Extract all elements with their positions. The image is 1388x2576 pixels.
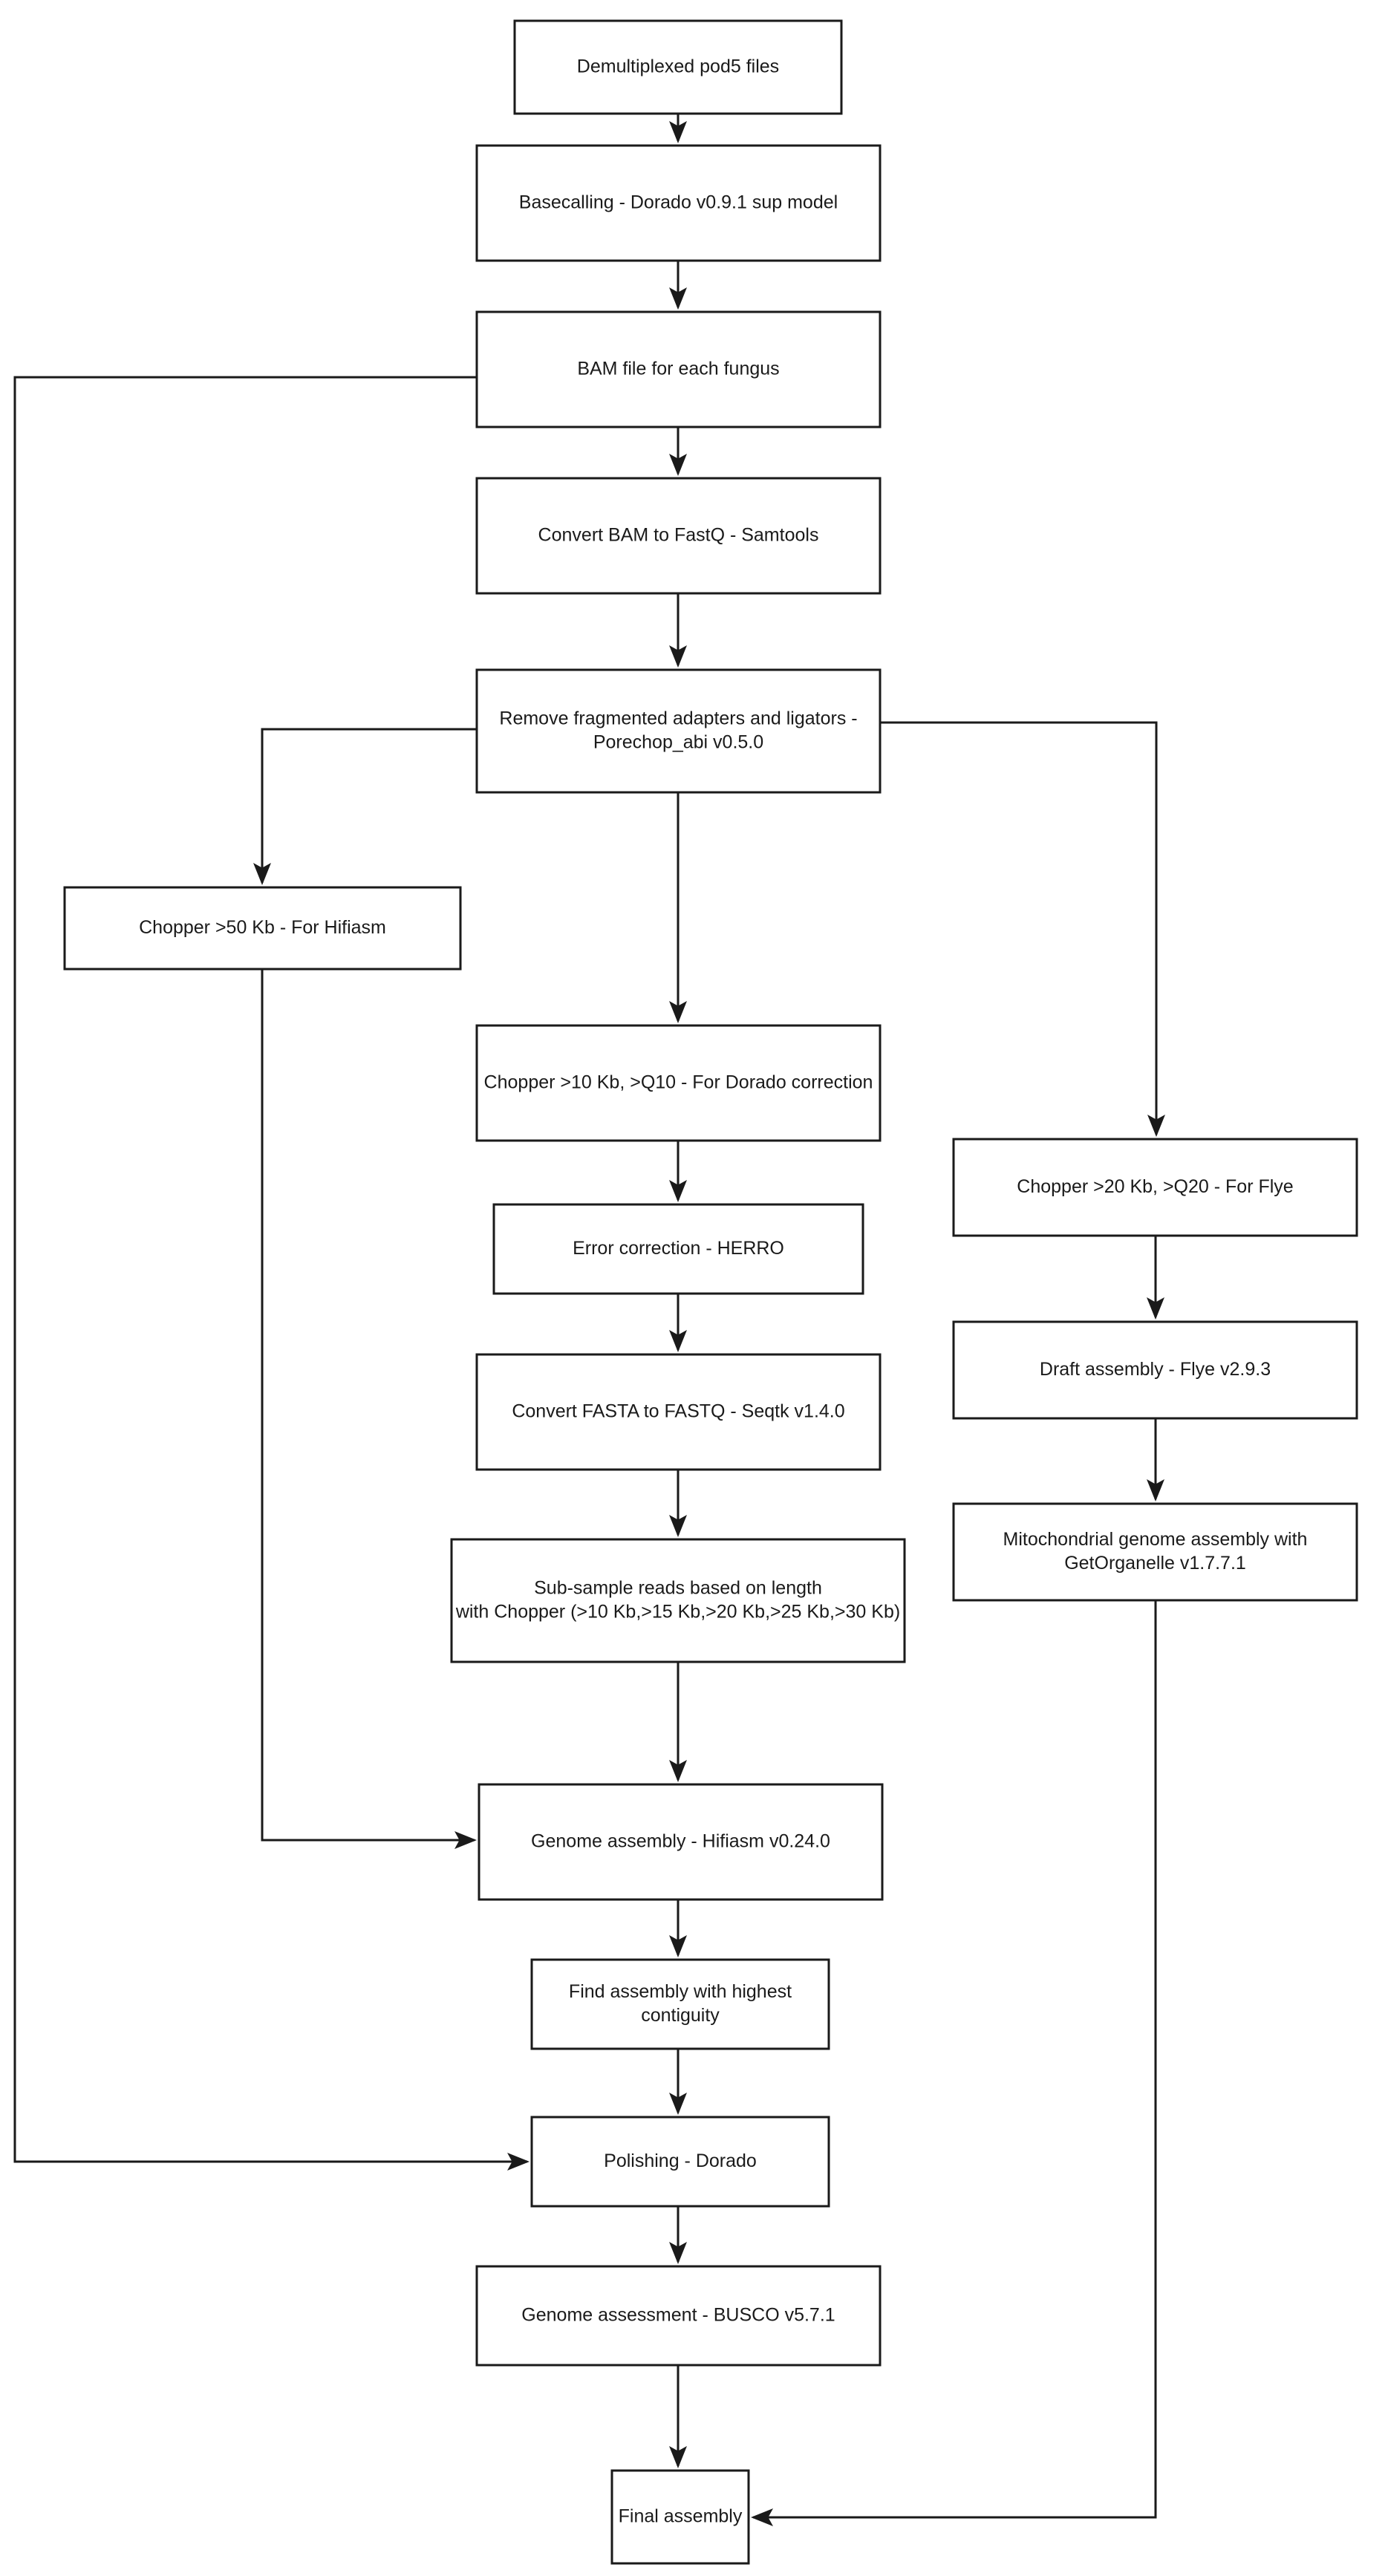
node-label-find-assembly-highest-contiguity: Find assembly with highest contiguity [569,1981,792,2026]
node-label-remove-adapters-porechop: Remove fragmented adapters and ligators … [499,708,857,752]
node-label-line: Porechop_abi v0.5.0 [593,731,763,752]
node-label-line: Convert BAM to FastQ - Samtools [538,524,819,545]
node-sub-sample-reads[interactable]: Sub-sample reads based on length with Cho… [450,1538,906,1663]
node-box-find-assembly-highest-contiguity[interactable] [530,1958,830,2050]
node-box-basecalling-dorado[interactable] [475,144,882,262]
node-label-line: BAM file for each fungus [577,358,779,379]
node-label-line: Genome assembly - Hifiasm v0.24.0 [531,1830,830,1851]
node-label-line: Demultiplexed pod5 files [577,56,779,76]
node-label-line: Chopper >20 Kb, >Q20 - For Flye [1017,1176,1293,1197]
node-box-bam-file-for-each-fungus[interactable] [475,310,882,428]
node-label-line: Sub-sample reads based on length [534,1577,822,1598]
node-box-chopper-50kb-hifiasm[interactable] [63,886,462,971]
node-label-line: with Chopper (>10 Kb,>15 Kb,>20 Kb,>25 K… [455,1601,900,1622]
node-convert-bam-to-fastq-samtools[interactable]: Convert BAM to FastQ - Samtools [475,477,882,595]
node-label-final-assembly: Final assembly [619,2505,743,2526]
node-box-polishing-dorado[interactable] [530,2116,830,2208]
node-label-sub-sample-reads: Sub-sample reads based on length with Cho… [455,1577,900,1622]
node-box-draft-assembly-flye[interactable] [952,1320,1358,1420]
node-chopper-20kb-q20-flye[interactable]: Chopper >20 Kb, >Q20 - For Flye [952,1138,1358,1237]
node-label-line: GetOrganelle v1.7.7.1 [1064,1553,1246,1574]
edge-porechop-to-chopper20kb [880,721,1165,1137]
node-box-error-correction-herro[interactable] [492,1203,864,1295]
node-label-demultiplexed-pod5-files: Demultiplexed pod5 files [577,56,779,76]
node-box-chopper-20kb-q20-flye[interactable] [952,1138,1358,1237]
node-label-line: Error correction - HERRO [573,1238,784,1259]
node-label-line: Chopper >50 Kb - For Hifiasm [139,917,386,938]
node-label-bam-file-for-each-fungus: BAM file for each fungus [577,358,779,379]
edge-getorganelle-to-final-assembly [751,1600,1157,2526]
node-chopper-10kb-q10-dorado[interactable]: Chopper >10 Kb, >Q10 - For Dorado correc… [475,1024,882,1142]
node-label-line: Mitochondrial genome assembly with [1003,1529,1308,1550]
node-label-convert-bam-to-fastq-samtools: Convert BAM to FastQ - Samtools [538,524,819,545]
node-final-assembly[interactable]: Final assembly [610,2469,750,2565]
node-label-chopper-10kb-q10-dorado: Chopper >10 Kb, >Q10 - For Dorado correc… [484,1072,873,1092]
node-box-demultiplexed-pod5-files[interactable] [513,19,843,115]
node-label-line: Polishing - Dorado [604,2151,757,2171]
edge-bam-to-polishing [13,376,530,2171]
node-box-sub-sample-reads[interactable] [450,1538,906,1663]
node-label-line: Chopper >10 Kb, >Q10 - For Dorado correc… [484,1072,873,1092]
node-label-line: Basecalling - Dorado v0.9.1 sup model [519,192,838,212]
node-label-polishing-dorado: Polishing - Dorado [604,2151,757,2171]
edge-chopper50kb-to-hifiasm [261,969,477,1849]
node-label-line: Find assembly with highest [569,1981,792,2002]
node-label-draft-assembly-flye: Draft assembly - Flye v2.9.3 [1040,1359,1271,1380]
node-box-chopper-10kb-q10-dorado[interactable] [475,1024,882,1142]
node-label-chopper-20kb-q20-flye: Chopper >20 Kb, >Q20 - For Flye [1017,1176,1293,1197]
node-label-genome-assessment-busco: Genome assessment - BUSCO v5.7.1 [521,2304,835,2325]
node-remove-adapters-porechop[interactable]: Remove fragmented adapters and ligators … [475,668,882,794]
node-box-final-assembly[interactable] [610,2469,750,2565]
node-basecalling-dorado[interactable]: Basecalling - Dorado v0.9.1 sup model [475,144,882,262]
node-label-chopper-50kb-hifiasm: Chopper >50 Kb - For Hifiasm [139,917,386,938]
node-label-line: Genome assessment - BUSCO v5.7.1 [521,2304,835,2325]
node-label-error-correction-herro: Error correction - HERRO [573,1238,784,1259]
node-error-correction-herro[interactable]: Error correction - HERRO [492,1203,864,1295]
node-label-convert-fasta-to-fastq-seqtk: Convert FASTA to FASTQ - Seqtk v1.4.0 [512,1401,844,1421]
node-genome-assessment-busco[interactable]: Genome assessment - BUSCO v5.7.1 [475,2265,882,2367]
node-label-line: Remove fragmented adapters and ligators … [499,708,857,728]
node-box-remove-adapters-porechop[interactable] [475,668,882,794]
node-box-genome-assembly-hifiasm[interactable] [478,1783,884,1901]
node-box-convert-fasta-to-fastq-seqtk[interactable] [475,1353,882,1471]
node-label-genome-assembly-hifiasm: Genome assembly - Hifiasm v0.24.0 [531,1830,830,1851]
node-convert-fasta-to-fastq-seqtk[interactable]: Convert FASTA to FASTQ - Seqtk v1.4.0 [475,1353,882,1471]
node-label-basecalling-dorado: Basecalling - Dorado v0.9.1 sup model [519,192,838,212]
node-demultiplexed-pod5-files[interactable]: Demultiplexed pod5 files [513,19,843,115]
node-bam-file-for-each-fungus[interactable]: BAM file for each fungus [475,310,882,428]
node-polishing-dorado[interactable]: Polishing - Dorado [530,2116,830,2208]
node-label-line: Convert FASTA to FASTQ - Seqtk v1.4.0 [512,1401,844,1421]
node-find-assembly-highest-contiguity[interactable]: Find assembly with highest contiguity [530,1958,830,2050]
node-genome-assembly-hifiasm[interactable]: Genome assembly - Hifiasm v0.24.0 [478,1783,884,1901]
node-box-mitochondrial-genome-getorganelle[interactable] [952,1502,1358,1602]
node-draft-assembly-flye[interactable]: Draft assembly - Flye v2.9.3 [952,1320,1358,1420]
node-label-line: contiguity [641,2005,720,2026]
edge-porechop-to-chopper50kb [253,728,477,885]
node-box-convert-bam-to-fastq-samtools[interactable] [475,477,882,595]
node-label-line: Final assembly [619,2505,743,2526]
node-label-line: Draft assembly - Flye v2.9.3 [1040,1359,1271,1380]
node-chopper-50kb-hifiasm[interactable]: Chopper >50 Kb - For Hifiasm [63,886,462,971]
edges-layer [13,114,1165,2526]
node-box-genome-assessment-busco[interactable] [475,2265,882,2367]
